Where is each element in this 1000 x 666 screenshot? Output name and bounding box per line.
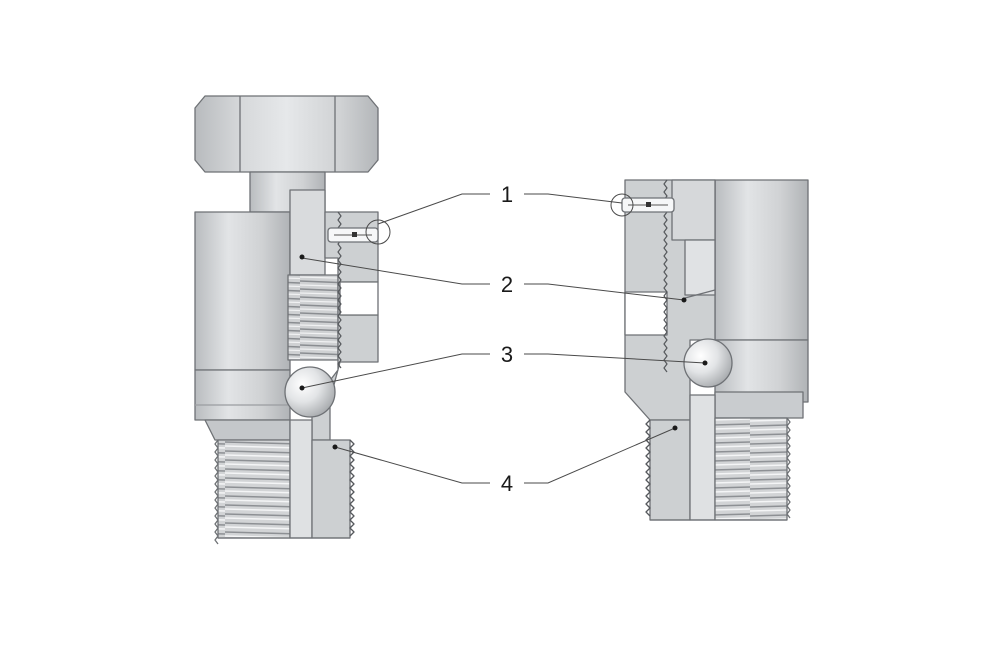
left-external-thread bbox=[217, 439, 291, 539]
callout-1: 1 bbox=[501, 182, 513, 207]
left-bonnet bbox=[194, 211, 291, 371]
left-stem-thread bbox=[287, 274, 339, 361]
right-upper-body bbox=[714, 179, 809, 341]
callout-labels: 1 2 3 4 bbox=[501, 182, 513, 496]
left-hex-cap bbox=[194, 95, 379, 173]
right-valve bbox=[621, 179, 809, 521]
right-leader-lines bbox=[524, 193, 706, 484]
callout-2: 2 bbox=[501, 272, 513, 297]
left-leader-lines bbox=[301, 193, 490, 484]
left-collar bbox=[194, 369, 291, 421]
right-reference-dots bbox=[672, 297, 708, 431]
left-reference-dots bbox=[299, 254, 338, 450]
right-ball bbox=[683, 338, 733, 388]
right-external-thread bbox=[714, 417, 788, 521]
left-ball bbox=[284, 366, 336, 418]
callout-3: 3 bbox=[501, 342, 513, 367]
left-valve bbox=[194, 95, 379, 545]
callout-4: 4 bbox=[501, 471, 513, 496]
